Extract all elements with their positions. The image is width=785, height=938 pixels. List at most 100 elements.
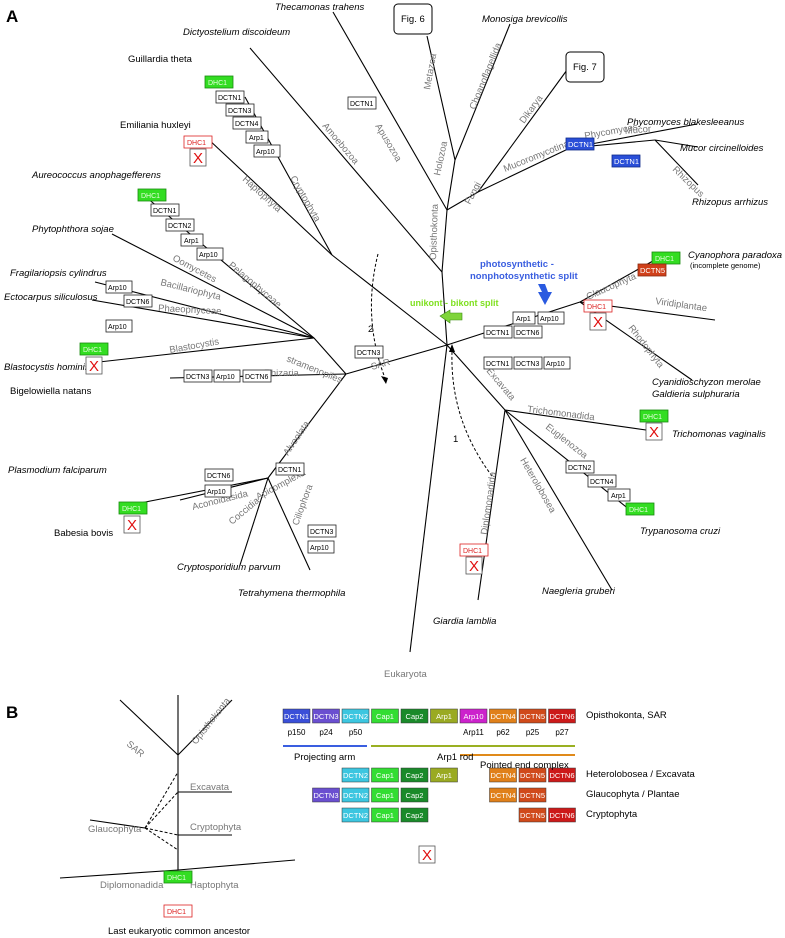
- species-monosiga: Monosiga brevicollis: [482, 14, 568, 25]
- clade-phaeophyceae: Phaeophyceae: [158, 303, 222, 317]
- svg-text:DHC1: DHC1: [655, 256, 674, 263]
- subunit-cell-cap1: [371, 767, 399, 783]
- subunit-label-dctn2: DCTN2: [343, 712, 368, 721]
- arrow-2-label: 2: [368, 324, 373, 335]
- svg-text:DCTN3: DCTN3: [310, 529, 333, 536]
- lca-dhc1-green: [163, 870, 193, 884]
- svg-text:Arp10: Arp10: [310, 545, 329, 552]
- panel-a-letter: A: [6, 7, 18, 26]
- subunit-alias-dctn3: p24: [319, 728, 333, 737]
- lca-tree: [59, 695, 296, 879]
- species-fragilariopsis: Fragilariopsis cylindrus: [10, 268, 107, 279]
- species-cyanidioschyzon: Cyanidioschyzon merolae: [652, 377, 761, 388]
- svg-text:DCTN1: DCTN1: [614, 157, 639, 166]
- svg-text:DHC1: DHC1: [167, 875, 186, 882]
- subunit-label-dctn5: DCTN5: [520, 712, 545, 721]
- clade-amoebozoa: Amoebozoa: [320, 121, 361, 167]
- pointed-end-label: Pointed end complex: [480, 760, 569, 771]
- clade-fungi: Fungi: [463, 180, 484, 206]
- subunit-cell-arp10: [459, 708, 488, 724]
- dashed-arrow-2: [370, 253, 386, 379]
- fig6-label: Fig. 6: [401, 14, 425, 25]
- lca-haptophyta: Haptophyta: [190, 880, 239, 891]
- subunit-cell-dctn6: [548, 708, 576, 724]
- svg-text:Arp10: Arp10: [216, 374, 235, 381]
- lca-diplomonadida: Diplomonadida: [100, 880, 164, 891]
- clade-rhodophyta: Rhodophyta: [626, 323, 667, 371]
- svg-text:DHC1: DHC1: [187, 140, 206, 147]
- svg-text:Arp1: Arp1: [611, 493, 626, 500]
- subunit-label-cap2: Cap2: [406, 712, 424, 721]
- subunit-alias-dctn4: p62: [496, 728, 510, 737]
- clade-dikarya: Dikarya: [518, 93, 546, 126]
- species-naegleria: Naegleria gruberi: [542, 586, 616, 597]
- subunit-label-dctn2: DCTN2: [343, 791, 368, 800]
- subunit-cell-dctn6: [548, 767, 576, 783]
- svg-text:X: X: [89, 358, 99, 375]
- svg-text:DCTN6: DCTN6: [245, 374, 268, 381]
- svg-text:X: X: [649, 424, 659, 441]
- subunit-cell-dctn5: [518, 807, 547, 823]
- clade-sar: SAR: [370, 357, 392, 373]
- clade-rhizopus: Rhizopus: [670, 164, 706, 200]
- subunit-label-cap1: Cap1: [376, 712, 394, 721]
- subunit-cell-dctn3: [312, 787, 340, 803]
- svg-text:Arp10: Arp10: [546, 361, 565, 368]
- svg-text:DCTN1: DCTN1: [486, 330, 509, 337]
- svg-text:Arp10: Arp10: [207, 489, 226, 496]
- clade-holozoa: Holozoa: [432, 140, 450, 177]
- subunit-label-dctn6: DCTN6: [549, 771, 574, 780]
- row1-label: Opisthokonta, SAR: [586, 710, 667, 721]
- subunit-alias-dctn6: p27: [555, 728, 569, 737]
- clade-opisthokonta: Opisthokonta: [428, 203, 441, 260]
- subunit-label-dctn5: DCTN5: [520, 791, 545, 800]
- svg-text:Arp1: Arp1: [249, 135, 264, 142]
- subunit-cell-cap1: [371, 708, 399, 724]
- subunit-label-cap1: Cap1: [376, 771, 394, 780]
- subunit-cell-arp1: [430, 708, 458, 724]
- svg-text:DCTN1: DCTN1: [350, 101, 373, 108]
- species-bigelowiella: Bigelowiella natans: [10, 386, 92, 397]
- svg-text:Arp1: Arp1: [184, 238, 199, 245]
- clade-choanoflagellida: Choanoflagellida: [468, 41, 505, 111]
- species-babesia: Babesia bovis: [54, 528, 113, 539]
- svg-text:X: X: [127, 517, 137, 534]
- root-label: Eukaryota: [384, 669, 427, 680]
- species-tetrahymena: Tetrahymena thermophila: [238, 588, 345, 599]
- svg-text:DHC1: DHC1: [463, 548, 482, 555]
- species-aureococcus: Aureococcus anophagefferens: [31, 170, 161, 181]
- subunit-label-cap1: Cap1: [376, 811, 394, 820]
- subunit-alias-arp10: Arp11: [463, 728, 484, 737]
- subunit-label-arp1: Arp1: [436, 712, 452, 721]
- fig7-label: Fig. 7: [573, 62, 597, 73]
- subunit-cell-dctn2: [341, 708, 370, 724]
- svg-text:DHC1: DHC1: [208, 80, 227, 87]
- lca-glaucophyta: Glaucophyta: [88, 824, 142, 835]
- clade-rhizaria: Rhizaria: [264, 368, 300, 379]
- species-trypanosoma: Trypanosoma cruzi: [640, 526, 721, 537]
- subunit-label-dctn4: DCTN4: [490, 712, 515, 721]
- fig7-box: [565, 51, 605, 83]
- species-emiliania: Emiliania huxleyi: [120, 120, 191, 131]
- subunit-cell-cap2: [400, 708, 429, 724]
- lca-dhc1-red: [163, 904, 193, 918]
- clade-metazoa: Metazoa: [422, 52, 439, 90]
- subunit-label-arp1: Arp1: [436, 771, 452, 780]
- subunit-label-dctn5: DCTN5: [520, 771, 545, 780]
- species-guillardia: Guillardia theta: [128, 54, 193, 65]
- subunit-alias-dctn1: p150: [288, 728, 306, 737]
- species-labels: Thecamonas trahens Monosiga brevicollis …: [4, 2, 782, 627]
- subunit-label-dctn5: DCTN5: [520, 811, 545, 820]
- species-galdieria: Galdieria sulphuraria: [652, 389, 740, 400]
- svg-text:X: X: [469, 558, 479, 575]
- photosynthetic-split-arrow: [538, 284, 552, 305]
- subunit-cell-dctn3: [312, 708, 340, 724]
- clade-apusozoa: Apusozoa: [372, 122, 404, 164]
- clade-mucor: Mucor: [624, 124, 651, 137]
- subunit-cell-arp1: [430, 767, 458, 783]
- svg-text:DHC1: DHC1: [167, 909, 186, 916]
- subunit-label-cap2: Cap2: [406, 791, 424, 800]
- lca-label: Last eukaryotic common ancestor: [108, 926, 250, 937]
- svg-text:DCTN6: DCTN6: [126, 299, 149, 306]
